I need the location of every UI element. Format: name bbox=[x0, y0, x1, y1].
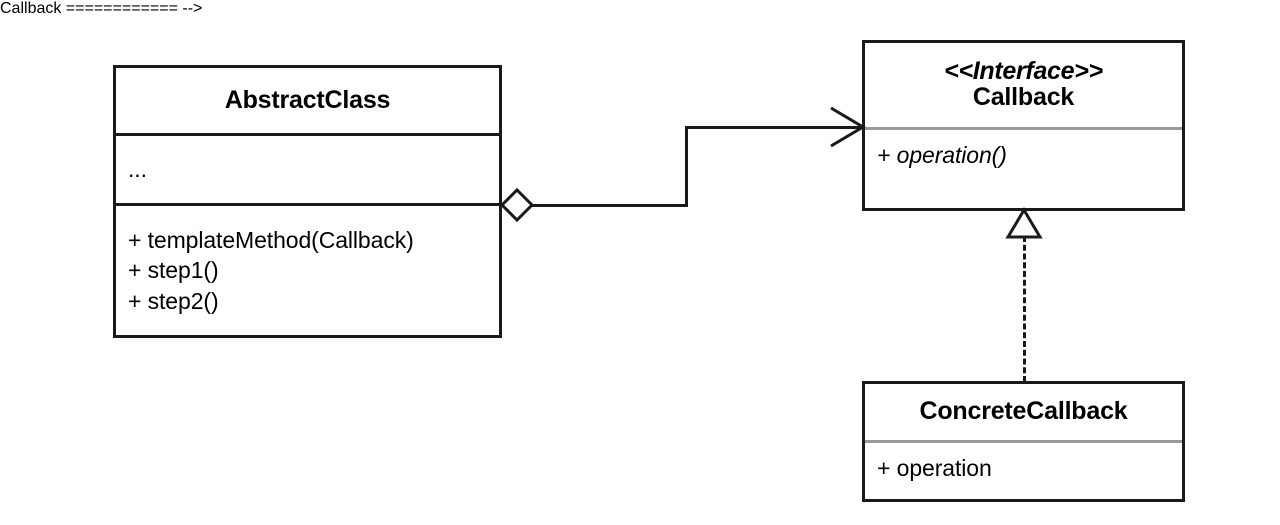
aggregation-line-horizontal-lower bbox=[531, 204, 688, 207]
aggregation-line-vertical bbox=[685, 126, 688, 207]
operation-item: + step2() bbox=[128, 287, 219, 314]
class-box-abstract-class[interactable]: AbstractClass ... + templateMethod(Callb… bbox=[113, 65, 502, 338]
operation-item: + operation() bbox=[877, 142, 1007, 168]
class-attributes-abstract-class: ... bbox=[116, 136, 499, 203]
realization-triangle-icon bbox=[1005, 207, 1043, 239]
class-title-abstract-class: AbstractClass bbox=[224, 85, 391, 114]
class-divider-abstract-operations bbox=[116, 203, 499, 206]
aggregation-line-horizontal-upper bbox=[685, 126, 862, 129]
class-operations-concrete-callback: + operation bbox=[865, 443, 1182, 502]
class-box-concrete-callback[interactable]: ConcreteCallback + operation bbox=[862, 381, 1185, 502]
class-title-callback: Callback bbox=[972, 83, 1075, 112]
class-title-concrete-callback: ConcreteCallback bbox=[919, 397, 1128, 426]
class-divider-abstract-attributes bbox=[116, 133, 499, 136]
class-header-callback: <<Interface>> Callback bbox=[865, 43, 1182, 127]
class-divider-concrete-operations bbox=[865, 440, 1182, 443]
operation-item: + step1() bbox=[128, 257, 219, 284]
attribute-item: ... bbox=[128, 156, 147, 183]
class-operations-callback: + operation() bbox=[865, 130, 1182, 208]
class-stereotype-callback: <<Interface>> bbox=[944, 57, 1103, 86]
operation-item: + operation bbox=[877, 455, 992, 481]
class-header-concrete-callback: ConcreteCallback bbox=[865, 384, 1182, 440]
class-operations-abstract-class: + templateMethod(Callback) + step1() + s… bbox=[116, 206, 499, 335]
aggregation-diamond-icon bbox=[499, 187, 535, 223]
class-divider-callback-operations bbox=[865, 127, 1182, 130]
class-box-callback[interactable]: <<Interface>> Callback + operation() bbox=[862, 40, 1185, 211]
operation-item: + templateMethod(Callback) bbox=[128, 226, 414, 253]
class-header-abstract-class: AbstractClass bbox=[116, 68, 499, 133]
realization-dashed-line bbox=[1023, 236, 1026, 382]
